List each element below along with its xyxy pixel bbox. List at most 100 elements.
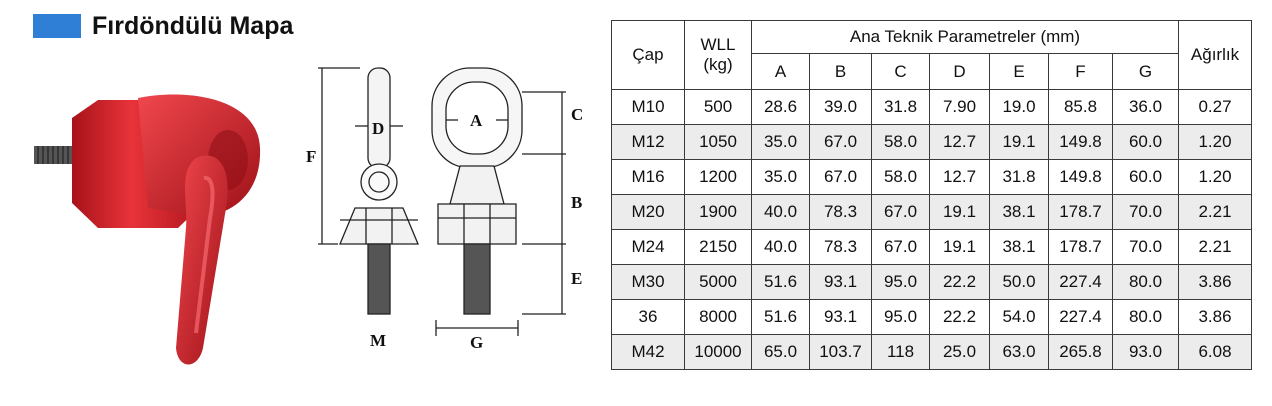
table-cell: 3.86 [1178,299,1252,335]
side-view [318,67,419,315]
table-cell: 36.0 [1112,89,1179,125]
header-param-a: A [751,53,810,90]
header-param-c: C [871,53,930,90]
table-cell: 60.0 [1112,124,1179,160]
table-cell: 63.0 [989,334,1049,370]
table-cell: 2.21 [1178,194,1252,230]
table-cell: 31.8 [989,159,1049,195]
table-cell: 1900 [684,194,752,230]
table-cell: 67.0 [871,229,930,265]
table-cell: 67.0 [809,124,872,160]
table-cell: 1200 [684,159,752,195]
header-wll-line2: (kg) [703,55,733,74]
page-title: Fırdöndülü Mapa [92,12,294,40]
table-cell: M10 [611,89,685,125]
table-cell: M16 [611,159,685,195]
table-cell: 78.3 [809,194,872,230]
table-cell: 80.0 [1112,299,1179,335]
table-cell: 0.27 [1178,89,1252,125]
table-cell: 25.0 [929,334,990,370]
table-cell: 178.7 [1048,229,1113,265]
table-cell: 67.0 [871,194,930,230]
table-cell: 31.8 [871,89,930,125]
table-cell: 54.0 [989,299,1049,335]
table-cell: M12 [611,124,685,160]
table-cell: 60.0 [1112,159,1179,195]
table-cell: 80.0 [1112,264,1179,300]
table-cell: 67.0 [809,159,872,195]
table-cell: 58.0 [871,159,930,195]
table-cell: 40.0 [751,194,810,230]
table-cell: 38.1 [989,194,1049,230]
table-cell: 58.0 [871,124,930,160]
table-cell: 12.7 [929,124,990,160]
table-cell: 93.1 [809,264,872,300]
table-cell: 103.7 [809,334,872,370]
table-cell: 8000 [684,299,752,335]
table-cell: 5000 [684,264,752,300]
table-cell: 149.8 [1048,159,1113,195]
table-cell: 38.1 [989,229,1049,265]
dim-label-g: G [470,333,483,352]
technical-drawing: F D M A C B E G [306,67,583,352]
header-param-g: G [1112,53,1179,90]
table-cell: 19.1 [929,229,990,265]
dim-label-a: A [470,111,483,130]
header-wll: WLL (kg) [684,20,752,90]
table-cell: 500 [684,89,752,125]
table-cell: 35.0 [751,124,810,160]
header-param-e: E [989,53,1049,90]
dim-label-m: M [370,331,386,350]
table-cell: 178.7 [1048,194,1113,230]
title-square-icon [33,14,81,38]
dim-label-d: D [372,119,384,138]
dim-label-e: E [571,269,582,288]
table-cell: 7.90 [929,89,990,125]
table-cell: 35.0 [751,159,810,195]
lifting-ring [176,155,228,365]
table-cell: 149.8 [1048,124,1113,160]
table-cell: 227.4 [1048,299,1113,335]
table-cell: 10000 [684,334,752,370]
thread-stud [34,146,74,164]
specification-table: Çap WLL (kg) Ana Teknik Parametreler (mm… [611,20,1252,370]
table-cell: 78.3 [809,229,872,265]
table-cell: M30 [611,264,685,300]
table-cell: 95.0 [871,299,930,335]
table-cell: 50.0 [989,264,1049,300]
table-cell: 85.8 [1048,89,1113,125]
table-cell: 2.21 [1178,229,1252,265]
table-cell: 93.0 [1112,334,1179,370]
table-cell: 93.1 [809,299,872,335]
table-cell: 95.0 [871,264,930,300]
table-cell: 51.6 [751,264,810,300]
table-cell: 22.2 [929,264,990,300]
table-cell: 40.0 [751,229,810,265]
table-cell: 51.6 [751,299,810,335]
table-cell: 36 [611,299,685,335]
table-cell: 70.0 [1112,229,1179,265]
table-cell: M42 [611,334,685,370]
table-cell: 1.20 [1178,124,1252,160]
table-cell: M24 [611,229,685,265]
table-cell: 19.1 [929,194,990,230]
table-cell: 22.2 [929,299,990,335]
dim-label-b: B [571,193,582,212]
table-cell: M20 [611,194,685,230]
table-cell: 1.20 [1178,159,1252,195]
front-view [431,67,566,336]
table-cell: 65.0 [751,334,810,370]
table-cell: 265.8 [1048,334,1113,370]
table-cell: 118 [871,334,930,370]
header-wll-line1: WLL [700,35,736,54]
dim-label-f: F [306,147,316,166]
header-param-b: B [809,53,872,90]
table-cell: 6.08 [1178,334,1252,370]
table-cell: 1050 [684,124,752,160]
